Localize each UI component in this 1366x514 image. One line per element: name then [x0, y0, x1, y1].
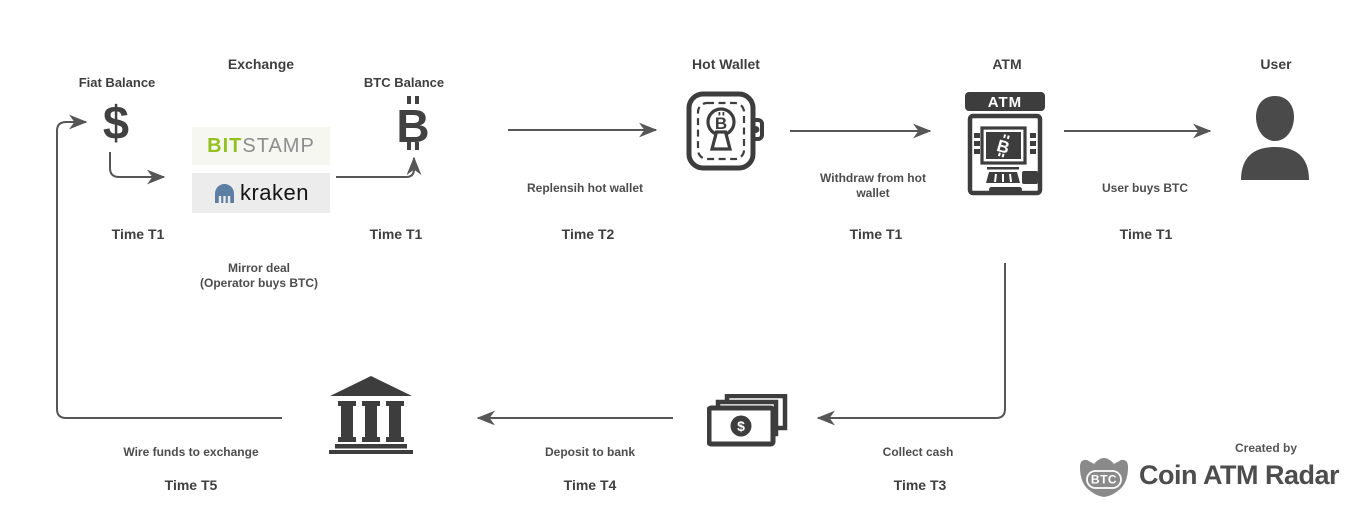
- svg-text:BTC: BTC: [1091, 473, 1117, 487]
- kraken-icon: [214, 184, 234, 203]
- svg-text:B: B: [396, 100, 429, 150]
- arrow-exchange-to-btc: [336, 156, 422, 178]
- bitstamp-logo-bit: BIT: [207, 134, 243, 157]
- mirror-deal-line1: Mirror deal: [227, 261, 291, 275]
- fiat-time-label: Time T1: [111, 226, 165, 242]
- bitcoin-icon: B: [396, 96, 430, 150]
- arrow-wire-funds-loop: [56, 114, 282, 419]
- withdraw-label-line1: Withdraw from hot: [820, 171, 926, 185]
- atm-machine-icon: ATM B: [965, 92, 1045, 196]
- btc-badge-icon: BTC: [1080, 458, 1128, 497]
- replenish-time-label: Time T2: [561, 226, 615, 242]
- user-icon: [1241, 96, 1309, 180]
- deposit-bank-time-label: Time T4: [563, 477, 617, 493]
- bitstamp-logo: BITSTAMP: [192, 127, 330, 165]
- deposit-bank-label: Deposit to bank: [544, 445, 636, 459]
- mirror-deal-note: Mirror deal (Operator buys BTC): [200, 261, 318, 291]
- arrow-atm-to-cash: [816, 263, 1006, 426]
- svg-text:B: B: [715, 114, 727, 133]
- atm-title: ATM: [992, 56, 1022, 72]
- cash-icon: $: [707, 394, 788, 447]
- replenish-label: Replensih hot wallet: [526, 181, 644, 195]
- kraken-logo: kraken: [192, 173, 330, 213]
- bitstamp-logo-stamp: STAMP: [242, 134, 315, 157]
- coin-atm-radar-logo: BTC Coin ATM Radar: [1077, 452, 1340, 498]
- kraken-logo-text: kraken: [239, 180, 310, 205]
- wire-funds-time-label: Time T5: [164, 477, 218, 493]
- exchange-title: Exchange: [227, 56, 295, 72]
- created-by-label: Created by: [1234, 441, 1298, 455]
- svg-text:B: B: [995, 136, 1012, 158]
- svg-text:$: $: [737, 418, 745, 434]
- fiat-balance-title: Fiat Balance: [78, 75, 156, 90]
- bank-icon: [329, 376, 413, 454]
- hot-wallet-title: Hot Wallet: [692, 56, 760, 72]
- btc-time-label: Time T1: [369, 226, 423, 242]
- btc-balance-title: BTC Balance: [363, 75, 445, 90]
- user-buys-time-label: Time T1: [1119, 226, 1173, 242]
- arrow-fiat-to-exchange: [109, 152, 166, 185]
- user-title: User: [1260, 56, 1292, 72]
- mirror-deal-line2: (Operator buys BTC): [199, 276, 319, 290]
- withdraw-time-label: Time T1: [849, 226, 903, 242]
- collect-cash-label: Collect cash: [882, 445, 954, 459]
- svg-text:ATM: ATM: [988, 94, 1022, 111]
- coin-atm-radar-text: Coin ATM Radar: [1139, 459, 1340, 490]
- user-buys-label: User buys BTC: [1101, 181, 1189, 195]
- hot-wallet-icon: B: [686, 91, 764, 171]
- wire-funds-label: Wire funds to exchange: [123, 445, 259, 459]
- collect-cash-time-label: Time T3: [893, 477, 947, 493]
- withdraw-label-line2: wallet: [856, 186, 890, 200]
- withdraw-label: Withdraw from hot wallet: [820, 171, 926, 201]
- dollar-icon: $: [102, 96, 130, 149]
